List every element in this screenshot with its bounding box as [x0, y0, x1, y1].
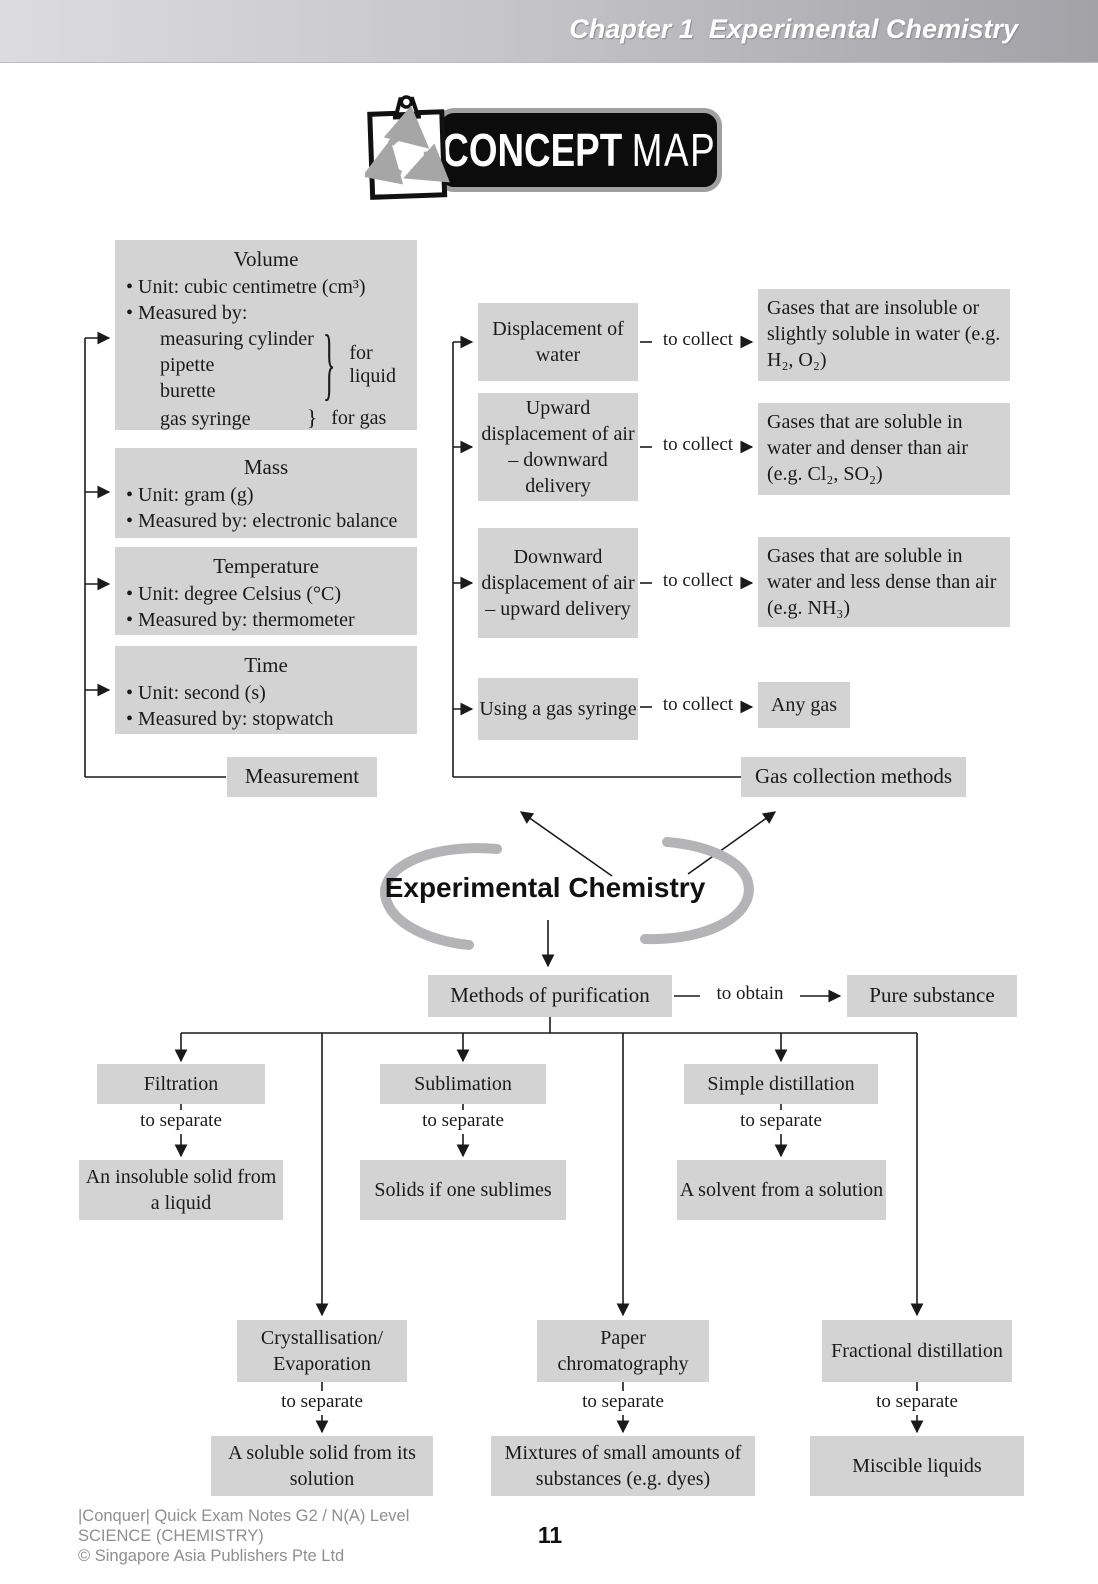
- branch-result-box: Mixtures of small amounts of substances …: [491, 1436, 755, 1496]
- methods-of-purification-box: Methods of purification: [428, 975, 672, 1017]
- volume-unit: Unit: cubic centimetre (cm³): [124, 274, 408, 300]
- volume-title: Volume: [233, 247, 299, 271]
- to-separate-label: to separate: [281, 1391, 363, 1412]
- page-number: 11: [537, 1522, 563, 1548]
- gas-collection-label-box: Gas collection methods: [741, 757, 966, 797]
- volume-box: Volume Unit: cubic centimetre (cm³) Meas…: [115, 240, 417, 430]
- pure-substance-box: Pure substance: [847, 975, 1017, 1017]
- to-separate-label: to separate: [740, 1110, 822, 1131]
- volume-instrument: burette: [160, 380, 216, 403]
- for-liquid-note: for liquid: [349, 342, 396, 388]
- gas-result-box: Any gas: [758, 682, 850, 728]
- temperature-title: Temperature: [213, 554, 319, 578]
- to-separate-label: to separate: [876, 1391, 958, 1412]
- to-collect-label: to collect: [662, 329, 734, 350]
- to-collect-label: to collect: [662, 570, 734, 591]
- mass-box: Mass Unit: gram (g) Measured by: electro…: [115, 448, 417, 538]
- badge-word-concept: CONCEPT: [441, 124, 622, 176]
- hub-title: Experimental Chemistry: [384, 872, 706, 903]
- to-separate-label: to separate: [140, 1110, 222, 1131]
- gas-method-box: Displacement of water: [478, 303, 638, 381]
- branch-method-box: Crystallisation/ Evaporation: [237, 1320, 407, 1382]
- to-separate-label: to separate: [422, 1110, 504, 1131]
- to-separate-label: to separate: [582, 1391, 664, 1412]
- branch-result-box: Miscible liquids: [810, 1436, 1024, 1496]
- branch-result-box: A solvent from a solution: [677, 1160, 886, 1220]
- badge-word-map: MAP: [631, 124, 717, 176]
- branch-method-box: Simple distillation: [684, 1064, 878, 1104]
- mass-unit: Unit: gram (g): [124, 482, 408, 508]
- mass-measured-by: Measured by: electronic balance: [124, 508, 408, 534]
- measurement-label-box: Measurement: [227, 757, 377, 797]
- time-measured-by: Measured by: stopwatch: [124, 706, 408, 732]
- to-collect-label: to collect: [662, 434, 734, 455]
- branch-method-box: Paper chromatography: [537, 1320, 709, 1382]
- time-box: Time Unit: second (s) Measured by: stopw…: [115, 646, 417, 734]
- temperature-box: Temperature Unit: degree Celsius (°C) Me…: [115, 547, 417, 635]
- brace-gas: }: [306, 405, 318, 431]
- branch-method-box: Fractional distillation: [822, 1320, 1012, 1382]
- time-unit: Unit: second (s): [124, 680, 408, 706]
- time-title: Time: [244, 653, 288, 677]
- temperature-unit: Unit: degree Celsius (°C): [124, 581, 408, 607]
- to-obtain-label: to obtain: [716, 983, 784, 1004]
- footer-imprint: |Conquer| Quick Exam Notes G2 / N(A) Lev…: [78, 1506, 518, 1566]
- brace-liquid: }: [322, 319, 336, 410]
- volume-instrument: measuring cylinder: [160, 328, 314, 351]
- volume-instrument: gas syringe: [160, 407, 251, 430]
- branch-method-box: Sublimation: [380, 1064, 546, 1104]
- branch-result-box: A soluble solid from its solution: [211, 1436, 433, 1496]
- chapter-title: Chapter 1 Experimental Chemistry: [569, 14, 1018, 44]
- volume-measured-by: Measured by:: [124, 300, 408, 326]
- concept-map-badge: CONCEPT MAP: [436, 108, 722, 192]
- gas-method-box: Using a gas syringe: [478, 678, 638, 740]
- branch-result-box: An insoluble solid from a liquid: [79, 1160, 283, 1220]
- gas-method-box: Upward displacement of air – downward de…: [478, 393, 638, 501]
- for-gas-note: for gas: [331, 407, 387, 430]
- gas-result-box: Gases that are soluble in water and less…: [758, 537, 1010, 627]
- mass-title: Mass: [243, 455, 289, 479]
- clipboard-recycle-icon: [361, 89, 454, 209]
- volume-instrument: pipette: [160, 354, 215, 377]
- branch-method-box: Filtration: [97, 1064, 265, 1104]
- branch-result-box: Solids if one sublimes: [360, 1160, 566, 1220]
- to-collect-label: to collect: [662, 694, 734, 715]
- chapter-header-bar: Chapter 1 Experimental Chemistry: [0, 0, 1098, 63]
- temperature-measured-by: Measured by: thermometer: [124, 607, 408, 633]
- gas-result-box: Gases that are insoluble or slightly sol…: [758, 289, 1010, 381]
- gas-method-box: Downward displacement of air – upward de…: [478, 528, 638, 638]
- footer-line: © Singapore Asia Publishers Pte Ltd: [78, 1547, 345, 1565]
- footer-line: SCIENCE (CHEMISTRY): [78, 1527, 264, 1545]
- gas-result-box: Gases that are soluble in water and dens…: [758, 403, 1010, 495]
- footer-line: |Conquer| Quick Exam Notes G2 / N(A) Lev…: [78, 1507, 410, 1525]
- hub-swoosh-icon: [380, 837, 754, 950]
